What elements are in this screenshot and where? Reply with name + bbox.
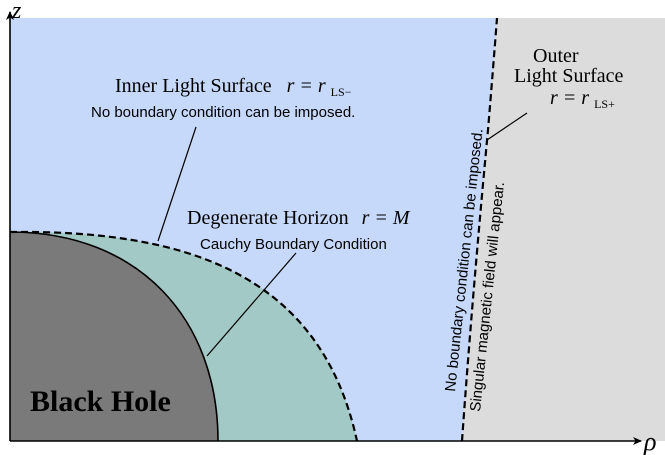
horizon-eq: r = M — [362, 207, 411, 229]
horizon-curve — [9, 231, 219, 442]
inner-light-surface-curve — [9, 230, 359, 442]
outer-ls-pointer — [486, 112, 528, 141]
horizon-title: Degenerate Horizon — [187, 207, 349, 229]
z-axis-label: z — [11, 0, 22, 24]
inner-ls-pointer — [157, 126, 197, 242]
inner-ls-eq-sub: LS− — [331, 85, 352, 99]
outer-ls-eq-sub: LS+ — [594, 97, 615, 111]
horizon-note: Cauchy Boundary Condition — [200, 236, 387, 253]
black-hole-label: Black Hole — [30, 385, 171, 418]
horizon-pointer — [206, 252, 297, 357]
inner-ls-title: Inner Light Surface — [115, 75, 272, 97]
rho-axis-label: ρ — [643, 427, 656, 455]
black-hole-region — [10, 232, 218, 441]
inner-ls-eq: r = r — [287, 75, 326, 97]
outer-region — [462, 18, 665, 441]
outer-ls-eq-label: r = r LS+ — [550, 87, 615, 111]
outer-ls-line2: Light Surface — [514, 65, 624, 87]
outer-ls-eq: r = r — [550, 87, 589, 109]
inner-ls-note: No boundary condition can be imposed. — [91, 104, 355, 121]
horizon-label: Degenerate Horizon r = M — [187, 207, 411, 229]
outer-ls-line1: Outer — [533, 45, 579, 67]
inner-ls-label: Inner Light Surface r = r LS− — [115, 75, 352, 99]
outer-light-surface-curve — [460, 17, 499, 442]
